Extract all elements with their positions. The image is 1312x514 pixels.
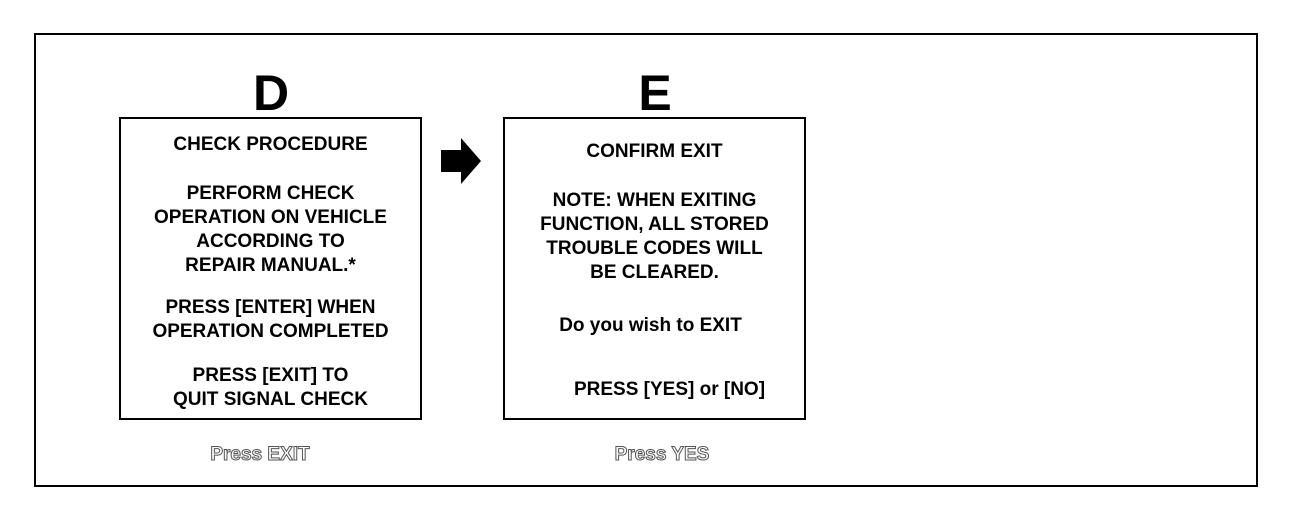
panel-d-body-line: ACCORDING TO	[196, 231, 345, 252]
panel-d-exit-line: QUIT SIGNAL CHECK	[173, 389, 368, 410]
caption-press-yes: Press YES	[614, 444, 710, 465]
screen-panel-d: CHECK PROCEDURE PERFORM CHECK OPERATION …	[119, 117, 422, 420]
panel-e-body-line: BE CLEARED.	[590, 262, 719, 283]
step-letter-e: E	[638, 65, 672, 121]
panel-d-title: CHECK PROCEDURE	[173, 134, 368, 155]
panel-e-title: CONFIRM EXIT	[586, 141, 723, 162]
diagram-frame	[34, 33, 1258, 487]
panel-d-instruction-line: PRESS [ENTER] WHEN	[165, 297, 376, 318]
panel-d-body-line: PERFORM CHECK	[186, 183, 355, 204]
panel-e-body-line: NOTE: WHEN EXITING	[552, 190, 757, 211]
panel-d-body-line: REPAIR MANUAL.*	[185, 255, 356, 276]
panel-e-body-line: FUNCTION, ALL STORED	[540, 214, 769, 235]
panel-e-question: Do you wish to EXIT	[559, 315, 742, 336]
panel-d-exit-line: PRESS [EXIT] TO	[192, 365, 349, 386]
caption-press-exit: Press EXIT	[210, 444, 310, 465]
panel-d-body-line: OPERATION ON VEHICLE	[154, 207, 387, 228]
step-letter-d: D	[252, 65, 290, 121]
panel-d-instruction-line: OPERATION COMPLETED	[152, 321, 389, 342]
panel-e-prompt: PRESS [YES] or [NO]	[573, 379, 766, 400]
right-arrow-icon	[441, 138, 481, 184]
panel-e-body-line: TROUBLE CODES WILL	[546, 238, 763, 259]
screen-panel-e: CONFIRM EXIT NOTE: WHEN EXITING FUNCTION…	[503, 117, 806, 420]
